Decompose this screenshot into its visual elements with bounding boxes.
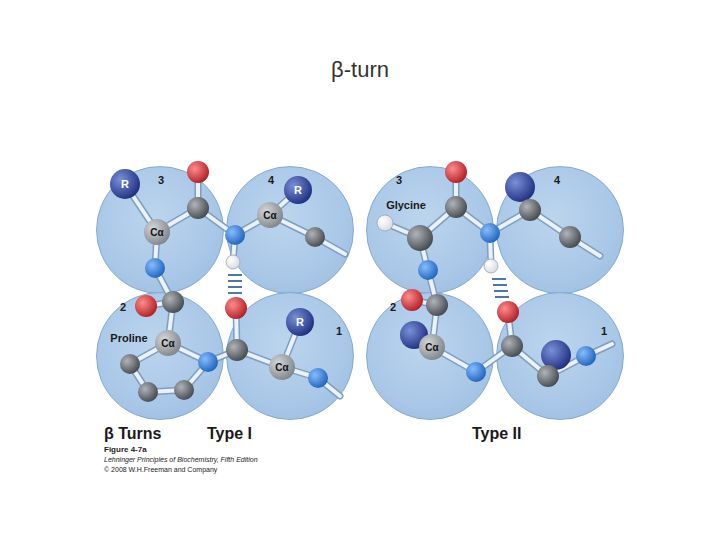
atom-sphere [305, 227, 325, 247]
atom-sphere [445, 161, 467, 183]
atom-sphere [559, 226, 581, 248]
atom-label: R [294, 184, 302, 196]
atom-sphere [497, 301, 519, 323]
atom-label: R [121, 178, 129, 190]
atom-sphere [145, 258, 165, 278]
atom-label: Cα [150, 227, 163, 238]
residue-name: Proline [110, 332, 147, 344]
panel-label: Type II [472, 425, 522, 443]
hydrogen-bond-dash [494, 290, 508, 292]
atom-sphere [269, 354, 295, 380]
atom-sphere [308, 368, 328, 388]
atom-sphere [537, 365, 559, 387]
atom-sphere [135, 295, 157, 317]
atom-sphere [110, 169, 140, 199]
atom-sphere [505, 172, 535, 202]
atom-sphere [257, 202, 283, 228]
residue-number: 2 [390, 301, 396, 313]
atom-label: Cα [263, 210, 276, 221]
atom-sphere [226, 255, 240, 269]
atom-sphere [187, 197, 209, 219]
residue-number: 1 [336, 325, 342, 337]
atom-sphere [284, 176, 312, 204]
atom-sphere [445, 196, 467, 218]
atom-sphere [480, 223, 500, 243]
atom-sphere [225, 225, 245, 245]
figure-credit: Figure 4-7a [104, 446, 147, 455]
atom-sphere [426, 294, 448, 316]
hydrogen-bond-dash [493, 284, 507, 286]
hydrogen-bond-dash [492, 278, 506, 280]
residue-number: 2 [120, 301, 126, 313]
hydrogen-bond-dash [228, 292, 242, 294]
atom-sphere [225, 297, 247, 319]
atom-sphere [484, 259, 498, 273]
panel-label: β Turns [104, 425, 161, 443]
panel-label: Type I [207, 425, 252, 443]
atom-sphere [377, 215, 393, 231]
atom-sphere [187, 161, 209, 183]
atom-sphere [144, 219, 170, 245]
atom-sphere [466, 362, 486, 382]
atom-label: R [296, 316, 304, 328]
atom-sphere [576, 346, 596, 366]
atom-sphere [286, 308, 314, 336]
atom-sphere [162, 291, 184, 313]
atom-label: Cα [275, 362, 288, 373]
residue-number: 3 [158, 174, 164, 186]
figure-credit: Lehninger Principles of Biochemistry, Fi… [104, 456, 258, 464]
residue-number: 3 [396, 174, 402, 186]
hydrogen-bond-dash [495, 296, 509, 298]
figure-credit: © 2008 W.H.Freeman and Company [104, 466, 217, 474]
atom-sphere [226, 339, 248, 361]
atom-sphere [120, 354, 140, 374]
residue-number: 1 [601, 325, 607, 337]
atom-sphere [155, 330, 181, 356]
residue-number: 4 [554, 174, 560, 186]
residue-number: 4 [268, 174, 274, 186]
hydrogen-bond-dash [228, 280, 242, 282]
atom-sphere [407, 225, 433, 251]
atom-sphere [419, 334, 445, 360]
atom-sphere [501, 335, 523, 357]
atom-sphere [138, 382, 158, 402]
hydrogen-bond-dash [228, 274, 242, 276]
slide-title: β-turn [331, 58, 389, 82]
atom-sphere [401, 289, 423, 311]
atom-sphere [174, 380, 194, 400]
atom-label: Cα [161, 338, 174, 349]
atom-sphere [198, 352, 218, 372]
atom-sphere [519, 199, 541, 221]
hydrogen-bond-dash [228, 286, 242, 288]
atom-sphere [418, 260, 438, 280]
residue-name: Glycine [386, 199, 426, 211]
atom-label: Cα [425, 342, 438, 353]
